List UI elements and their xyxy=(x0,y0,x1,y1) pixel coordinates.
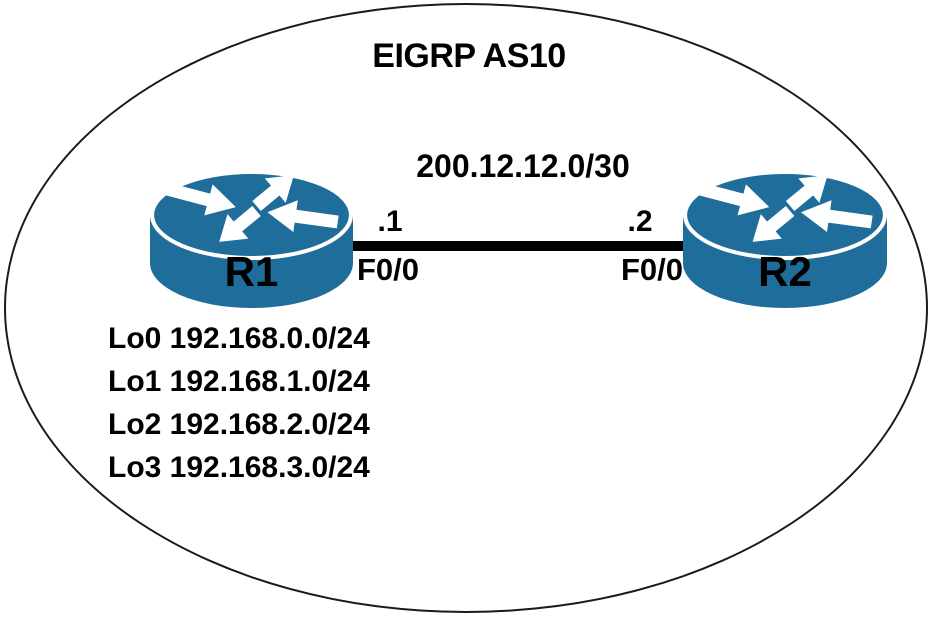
loopback-entry: Lo3 192.168.3.0/24 xyxy=(108,451,370,484)
router-node-r2: R2 xyxy=(683,170,887,310)
router-icon xyxy=(683,170,887,308)
link-network-label: 200.12.12.0/30 xyxy=(416,148,630,184)
loopback-entry: Lo2 192.168.2.0/24 xyxy=(108,408,370,441)
r2-interface-label: F0/0 xyxy=(620,252,683,287)
r2-link-ip-label: .2 xyxy=(627,205,653,238)
as-boundary-ellipse xyxy=(4,3,928,613)
loopback-list: Lo0 192.168.0.0/24 Lo1 192.168.1.0/24 Lo… xyxy=(108,317,370,489)
router-name-r2: R2 xyxy=(758,248,812,295)
router-name-r1: R1 xyxy=(224,248,279,295)
router-icon xyxy=(150,170,353,308)
r1-interface-label: F0/0 xyxy=(357,252,420,287)
loopback-entry: Lo0 192.168.0.0/24 xyxy=(108,322,370,355)
loopback-entry: Lo1 192.168.1.0/24 xyxy=(108,365,370,398)
router-node-r1: R1 xyxy=(150,170,353,310)
link-line xyxy=(351,241,685,251)
r1-link-ip-label: .1 xyxy=(377,205,403,238)
diagram-title: EIGRP AS10 xyxy=(372,37,566,75)
